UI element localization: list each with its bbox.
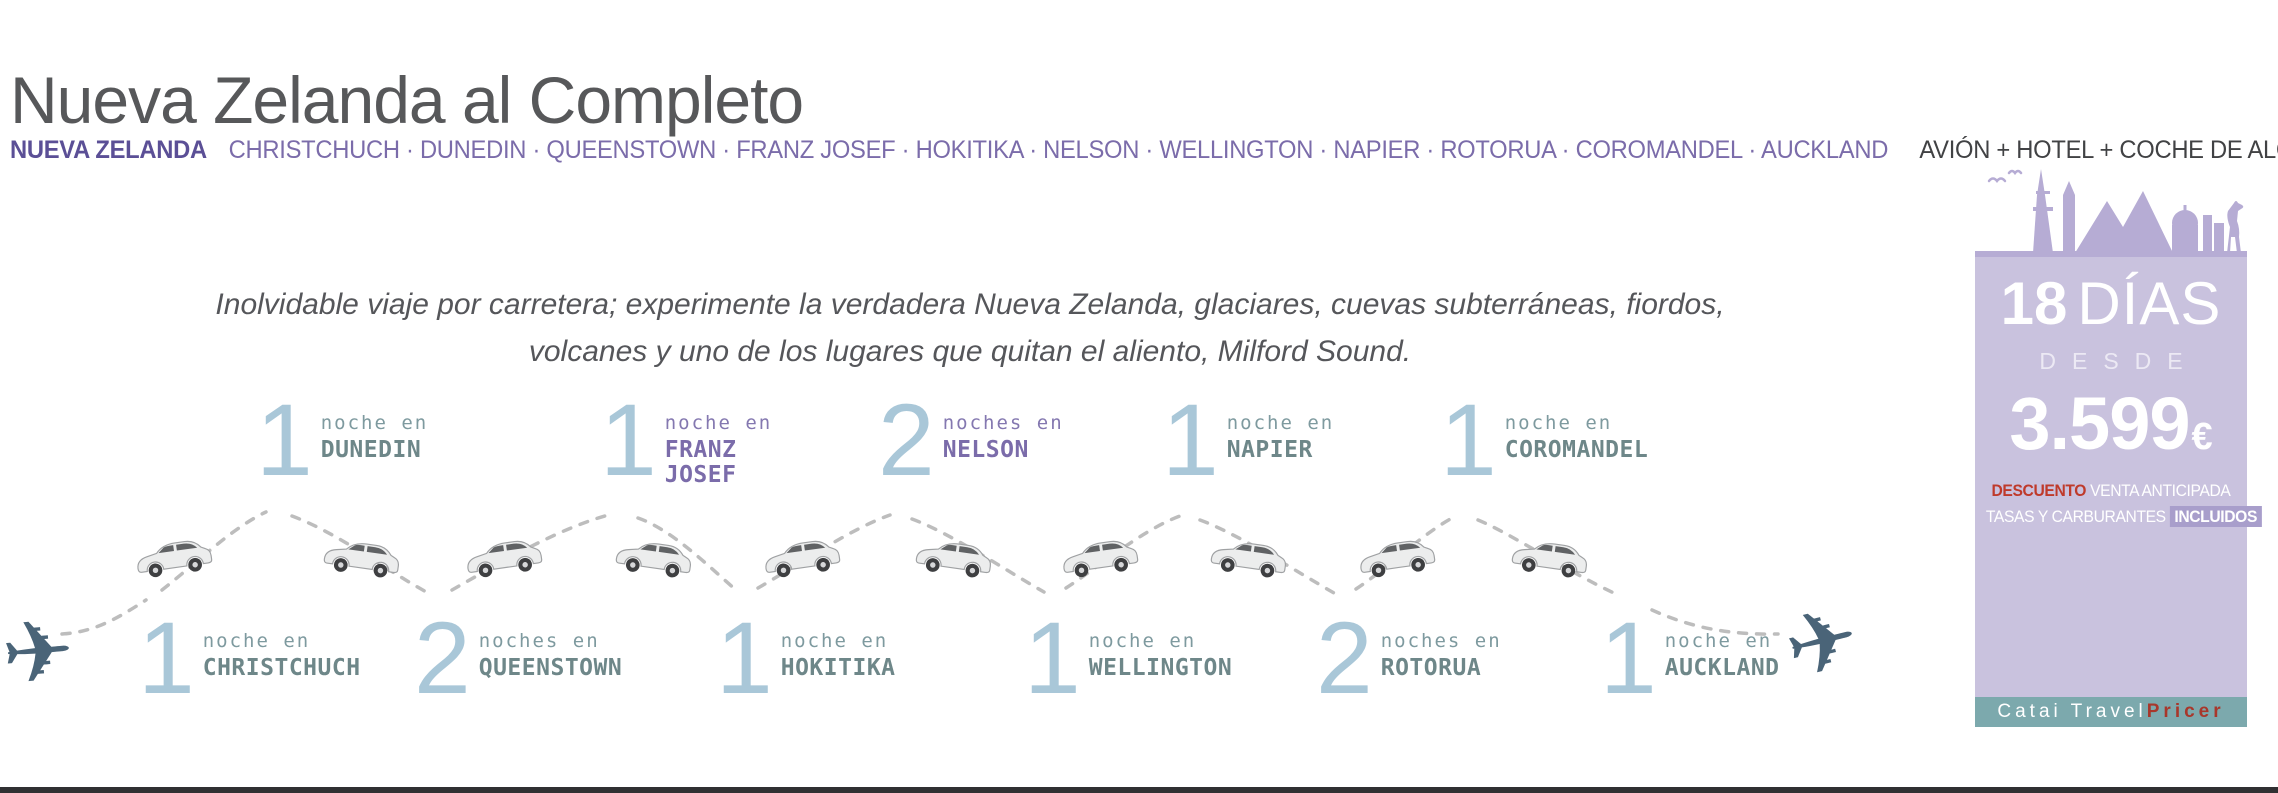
- city-name: CHRISTCHUCH: [202, 655, 361, 681]
- nights-count: 1: [256, 383, 313, 497]
- stop-dunedin: 1 noche en DUNEDIN: [256, 383, 429, 497]
- nights-label: noche en: [1226, 412, 1335, 434]
- nights-label: noche en: [780, 630, 889, 652]
- page-title: Nueva Zelanda al Completo: [10, 63, 804, 138]
- nights-count: 1: [138, 601, 195, 715]
- discount-text: VENTA ANTICIPADA: [2090, 481, 2231, 500]
- nights-count: 1: [1440, 383, 1497, 497]
- discount-line: DESCUENTO VENTA ANTICIPADA: [1986, 478, 2236, 504]
- nights-label: noche en: [202, 630, 311, 652]
- stop-auckland: 1 noche en AUCKLAND: [1600, 601, 1780, 715]
- destination-label: NUEVA ZELANDA: [10, 136, 207, 164]
- nights-label: noches en: [1380, 630, 1502, 652]
- city-name: WELLINGTON: [1088, 655, 1233, 681]
- trip-description-line2: volcanes y uno de los lugares que quitan…: [528, 334, 1412, 368]
- nights-count: 2: [414, 601, 471, 715]
- currency-symbol: €: [2191, 416, 2213, 458]
- trip-description: Inolvidable viaje por carretera; experim…: [180, 282, 1760, 375]
- brand-suffix: Pricer: [2146, 701, 2225, 722]
- stop-napier: 1 noche en NAPIER: [1162, 383, 1335, 497]
- stop-queenstown: 2 noches en QUEENSTOWN: [414, 601, 623, 715]
- stop-franz-josef: 1 noche en FRANZ JOSEF: [600, 383, 773, 497]
- stop-coromandel: 1 noche en COROMANDEL: [1440, 383, 1649, 497]
- itinerary-map: ✈ ✈ 1 noche en CHRISTCHUCH 1 noche en DU…: [0, 388, 1950, 728]
- stop-nelson: 2 noches en NELSON: [878, 383, 1064, 497]
- city-name: NAPIER: [1226, 437, 1313, 463]
- plane-departure-icon: ✈: [0, 600, 79, 706]
- price-number: 3.599: [2009, 382, 2190, 465]
- nights-label: noches en: [942, 412, 1064, 434]
- skyline-silhouette-icon: [1975, 169, 2247, 257]
- nights-label: noche en: [1664, 630, 1773, 652]
- bottom-edge-bar: [0, 787, 2278, 793]
- duration-unit: DÍAS: [2077, 270, 2222, 337]
- nights-count: 1: [716, 601, 773, 715]
- city-name: FRANZ JOSEF: [664, 437, 737, 488]
- duration-number: 18: [2000, 270, 2068, 337]
- stop-wellington: 1 noche en WELLINGTON: [1024, 601, 1233, 715]
- nights-count: 1: [1600, 601, 1657, 715]
- package-type-label: AVIÓN + HOTEL + COCHE DE ALQUILER: [1919, 136, 2278, 164]
- taxes-line: TASAS Y CARBURANTES INCLUIDOS: [1985, 504, 2262, 530]
- nights-count: 1: [600, 383, 657, 497]
- nights-count: 2: [878, 383, 935, 497]
- brand-name: Catai Travel: [1997, 701, 2147, 722]
- city-name: NELSON: [942, 437, 1029, 463]
- city-name: COROMANDEL: [1504, 437, 1649, 463]
- city-name: ROTORUA: [1380, 655, 1482, 681]
- nights-label: noches en: [478, 630, 600, 652]
- nights-count: 1: [1162, 383, 1219, 497]
- city-name: QUEENSTOWN: [478, 655, 623, 681]
- nights-count: 2: [1316, 601, 1373, 715]
- taxes-text: TASAS Y CARBURANTES: [1985, 506, 2166, 526]
- nights-label: noche en: [320, 412, 429, 434]
- stop-rotorua: 2 noches en ROTORUA: [1316, 601, 1502, 715]
- nights-label: noche en: [1088, 630, 1197, 652]
- nights-count: 1: [1024, 601, 1081, 715]
- trip-description-line1: Inolvidable viaje por carretera; experim…: [215, 288, 1725, 321]
- included-chip: INCLUIDOS: [2169, 505, 2262, 527]
- city-name: AUCKLAND: [1664, 655, 1780, 681]
- city-name: HOKITIKA: [780, 655, 896, 681]
- route-cities: CHRISTCHUCH · DUNEDIN · QUEENSTOWN · FRA…: [228, 136, 1889, 164]
- stop-christchuch: 1 noche en CHRISTCHUCH: [138, 601, 361, 715]
- stop-hokitika: 1 noche en HOKITIKA: [716, 601, 896, 715]
- nights-label: noche en: [1504, 412, 1613, 434]
- discount-label: DESCUENTO: [1991, 481, 2087, 500]
- nights-label: noche en: [664, 412, 773, 434]
- from-label: DESDE: [2039, 348, 2199, 374]
- city-name: DUNEDIN: [320, 437, 422, 463]
- price-value: 3.599€: [1975, 381, 2247, 466]
- price-conditions: DESCUENTO VENTA ANTICIPADA TASAS Y CARBU…: [1985, 478, 2262, 530]
- route-summary-line: NUEVA ZELANDA CHRISTCHUCH · DUNEDIN · QU…: [10, 136, 2278, 165]
